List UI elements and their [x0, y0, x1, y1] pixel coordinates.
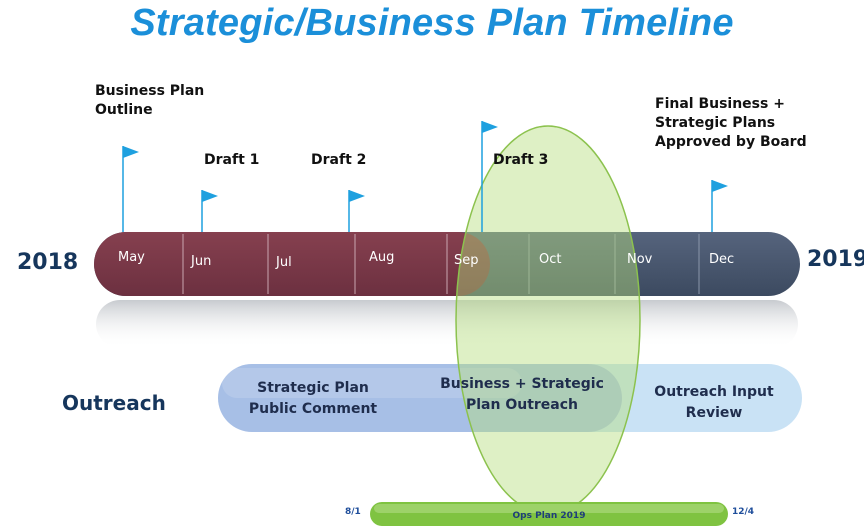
milestone-label-line: Strategic Plans	[655, 115, 776, 131]
outreach-box-public-comment-text: Strategic Plan Public Comment	[245, 378, 381, 420]
milestone-label-line: Outline	[95, 102, 153, 118]
outreach-box-plan-outreach-text: Business + Strategic Plan Outreach	[432, 374, 612, 416]
milestone-label-line: Draft 3	[493, 152, 549, 168]
milestone-draft-3: Draft 3	[493, 151, 548, 170]
ops-plan-label: Ops Plan 2019	[512, 511, 586, 521]
month-label: Nov	[627, 252, 653, 267]
month-dividers	[182, 234, 448, 294]
box-text-line: Business + Strategic	[440, 376, 604, 392]
ops-plan-start: 8/1	[345, 507, 361, 517]
month-label: Aug	[369, 250, 395, 265]
month-label: Sep	[454, 253, 479, 268]
milestone-label-line: Approved by Board	[655, 134, 807, 150]
outreach-box-review-text: Outreach Input Review	[644, 382, 784, 424]
milestone-business-plan-outline: Business Plan Outline	[95, 82, 204, 120]
timeline-bar-past	[94, 232, 490, 296]
year-start: 2018	[17, 250, 79, 275]
outreach-box-review	[560, 364, 802, 432]
month-label: May	[118, 250, 145, 265]
year-end: 2019	[807, 247, 864, 272]
box-text-line: Public Comment	[248, 401, 378, 417]
flag-icon	[123, 146, 139, 158]
milestone-draft-1: Draft 1	[204, 151, 259, 170]
outreach-box-public-comment	[218, 364, 622, 432]
flag-icon	[482, 121, 498, 133]
milestone-label-line: Final Business +	[655, 96, 785, 112]
box-text-line: Review	[685, 405, 743, 421]
month-label: Dec	[709, 252, 735, 267]
month-label: Jul	[276, 255, 292, 270]
milestone-final-approval: Final Business + Strategic Plans Approve…	[655, 95, 807, 152]
flag-icon	[712, 180, 728, 192]
box-text-line: Outreach Input	[654, 384, 774, 400]
milestone-label-line: Draft 1	[204, 152, 260, 168]
flag-icon	[202, 190, 218, 202]
ops-plan-end: 12/4	[732, 507, 755, 517]
milestone-label-line: Draft 2	[311, 152, 367, 168]
outreach-label: Outreach	[62, 391, 166, 415]
highlight-oval	[455, 125, 641, 515]
month-label: Oct	[539, 252, 562, 267]
month-label: Jun	[191, 254, 212, 269]
bar-shadow	[96, 300, 798, 348]
page-title: Strategic/Business Plan Timeline	[130, 2, 734, 44]
milestone-label-line: Business Plan	[95, 83, 205, 99]
milestone-draft-2: Draft 2	[311, 151, 366, 170]
box-text-line: Strategic Plan	[257, 380, 369, 396]
flag-icon	[349, 190, 365, 202]
box-text-line: Plan Outreach	[465, 397, 579, 413]
